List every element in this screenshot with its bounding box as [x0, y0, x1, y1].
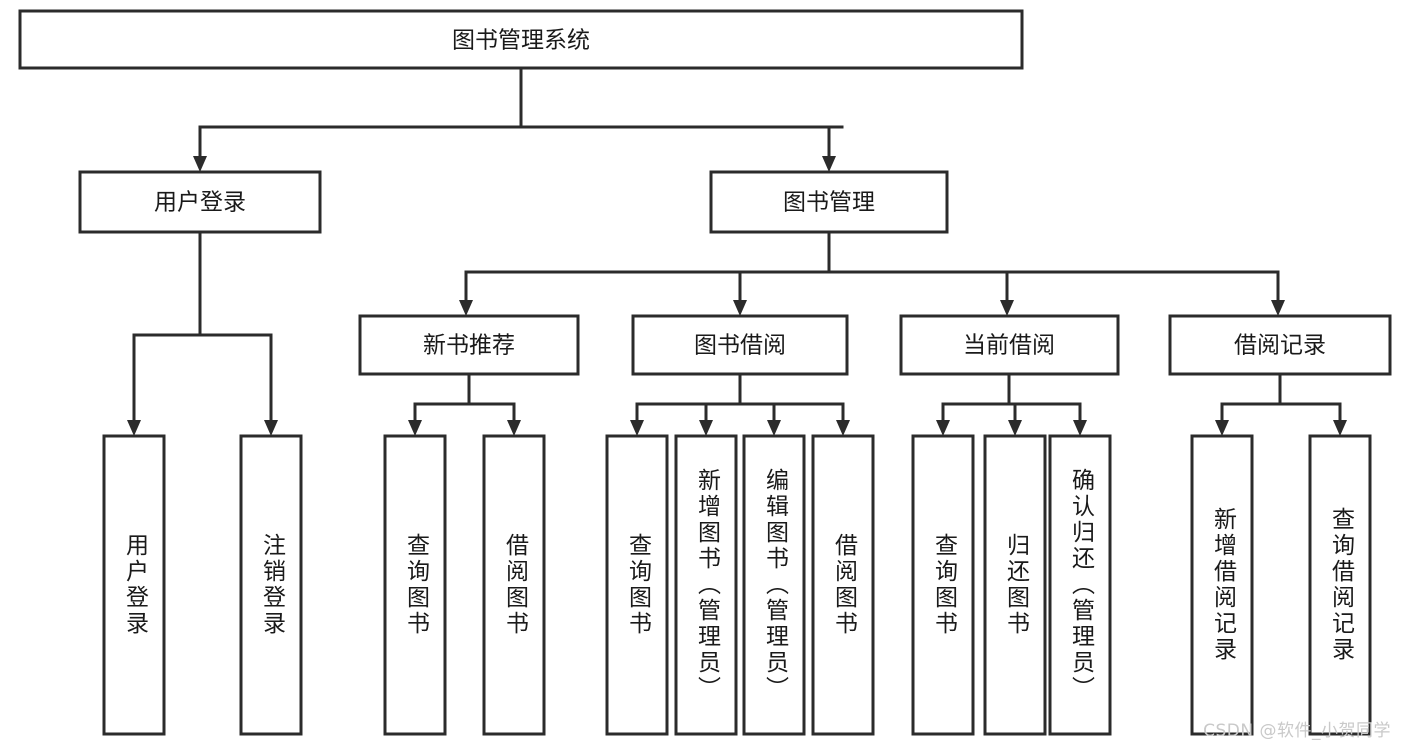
connectors-current-borrow-to-leaves [936, 372, 1087, 436]
leaf-add-book-label: 新增图书（管理员） [694, 468, 722, 702]
book-borrowing-box[interactable] [631, 314, 849, 376]
leaf-node-add-book-admin[interactable]: 新增图书（管理员） [674, 434, 738, 736]
connectors-book-manage-to-level2 [459, 230, 1285, 316]
leaf-return-book-label: 归还图书 [1003, 533, 1031, 637]
arrowhead-leaf-borrow-book-2 [836, 420, 850, 436]
leaf-query-book-2-box[interactable] [605, 434, 669, 736]
book-management-box[interactable] [709, 170, 949, 234]
book-borrowing-label: 图书借阅 [694, 333, 786, 359]
leaf-node-query-book-recommendation[interactable]: 查询图书 [383, 434, 447, 736]
arrowhead-leaf-query-book-1 [408, 420, 422, 436]
borrowing-record-label: 借阅记录 [1234, 333, 1326, 359]
leaf-node-return-book[interactable]: 归还图书 [983, 434, 1047, 736]
leaf-node-query-borrow-record[interactable]: 查询借阅记录 [1308, 434, 1372, 736]
current-borrowing-box[interactable] [899, 314, 1120, 376]
user-login-box[interactable] [78, 170, 322, 234]
arrowhead-leaf-user-login [127, 420, 141, 436]
node-book-borrowing[interactable]: 图书借阅 [631, 314, 849, 376]
root-node-label: 图书管理系统 [452, 28, 590, 54]
leaf-return-book-box[interactable] [983, 434, 1047, 736]
current-borrowing-label: 当前借阅 [963, 333, 1055, 359]
leaf-node-add-borrow-record[interactable]: 新增借阅记录 [1190, 434, 1254, 736]
node-user-login[interactable]: 用户登录 [78, 170, 322, 234]
leaf-node-logout[interactable]: 注销登录 [239, 434, 303, 736]
arrowhead-leaf-confirm-return [1073, 420, 1087, 436]
arrowhead-user-login [193, 156, 207, 172]
arrowhead-book-borrow [733, 300, 747, 316]
root-node-box[interactable] [18, 9, 1024, 70]
leaf-confirm-return-box[interactable] [1048, 434, 1112, 736]
leaf-logout-label: 注销登录 [259, 533, 287, 637]
arrowhead-leaf-logout [264, 420, 278, 436]
leaf-node-borrow-book-recommendation[interactable]: 借阅图书 [482, 434, 546, 736]
arrowhead-current-borrow [1000, 300, 1014, 316]
connectors-book-borrow-to-leaves [630, 372, 850, 436]
node-book-management[interactable]: 图书管理 [709, 170, 949, 234]
leaf-query-record-box[interactable] [1308, 434, 1372, 736]
leaf-query-book-3-label: 查询图书 [931, 533, 959, 637]
leaf-logout-box[interactable] [239, 434, 303, 736]
new-book-recommendation-box[interactable] [358, 314, 580, 376]
connectors-new-book-rec-to-leaves [408, 372, 521, 436]
leaf-borrow-book-2-label: 借阅图书 [831, 533, 859, 637]
leaf-add-book-box[interactable] [674, 434, 738, 736]
leaf-add-record-box[interactable] [1190, 434, 1254, 736]
leaf-user-login-box[interactable] [102, 434, 166, 736]
connectors-borrow-record-to-leaves [1215, 372, 1347, 436]
new-book-recommendation-label: 新书推荐 [423, 333, 515, 359]
node-current-borrowing[interactable]: 当前借阅 [899, 314, 1120, 376]
leaf-query-book-3-box[interactable] [911, 434, 975, 736]
leaf-edit-book-label: 编辑图书（管理员） [762, 468, 790, 702]
leaf-node-query-book-borrowing[interactable]: 查询图书 [605, 434, 669, 736]
leaf-user-login-label: 用户登录 [122, 533, 150, 637]
leaf-node-borrow-book-borrowing[interactable]: 借阅图书 [811, 434, 875, 736]
book-management-label: 图书管理 [783, 190, 875, 216]
node-new-book-recommendation[interactable]: 新书推荐 [358, 314, 580, 376]
leaf-confirm-return-label: 确认归还（管理员） [1068, 468, 1096, 702]
arrowhead-leaf-edit-book [767, 420, 781, 436]
arrowhead-borrow-record [1271, 300, 1285, 316]
arrowhead-leaf-return-book [1008, 420, 1022, 436]
leaf-edit-book-box[interactable] [742, 434, 806, 736]
arrowhead-leaf-add-book [699, 420, 713, 436]
connectors-root-to-level1 [193, 66, 844, 172]
leaf-node-confirm-return-admin[interactable]: 确认归还（管理员） [1048, 434, 1112, 736]
leaf-borrow-book-2-box[interactable] [811, 434, 875, 736]
node-root-book-management-system[interactable]: 图书管理系统 [18, 9, 1024, 70]
arrowhead-leaf-query-record [1333, 420, 1347, 436]
connectors-user-login-to-leaves [127, 230, 278, 436]
leaf-node-user-login[interactable]: 用户登录 [102, 434, 166, 736]
arrowhead-new-book-rec [459, 300, 473, 316]
leaf-borrow-book-1-label: 借阅图书 [502, 533, 530, 637]
node-borrowing-record[interactable]: 借阅记录 [1168, 314, 1392, 376]
leaf-borrow-book-1-box[interactable] [482, 434, 546, 736]
leaf-node-query-book-current[interactable]: 查询图书 [911, 434, 975, 736]
leaf-query-book-2-label: 查询图书 [625, 533, 653, 637]
borrowing-record-box[interactable] [1168, 314, 1392, 376]
arrowhead-leaf-add-record [1215, 420, 1229, 436]
user-login-label: 用户登录 [154, 190, 246, 216]
leaf-query-book-1-box[interactable] [383, 434, 447, 736]
leaf-query-book-1-label: 查询图书 [403, 533, 431, 637]
arrowhead-leaf-query-book-2 [630, 420, 644, 436]
arrowhead-leaf-query-book-3 [936, 420, 950, 436]
leaf-query-record-label: 查询借阅记录 [1328, 507, 1356, 663]
arrowhead-leaf-borrow-book-1 [507, 420, 521, 436]
leaf-add-record-label: 新增借阅记录 [1210, 507, 1238, 663]
leaf-node-edit-book-admin[interactable]: 编辑图书（管理员） [742, 434, 806, 736]
arrowhead-book-manage [822, 156, 836, 172]
